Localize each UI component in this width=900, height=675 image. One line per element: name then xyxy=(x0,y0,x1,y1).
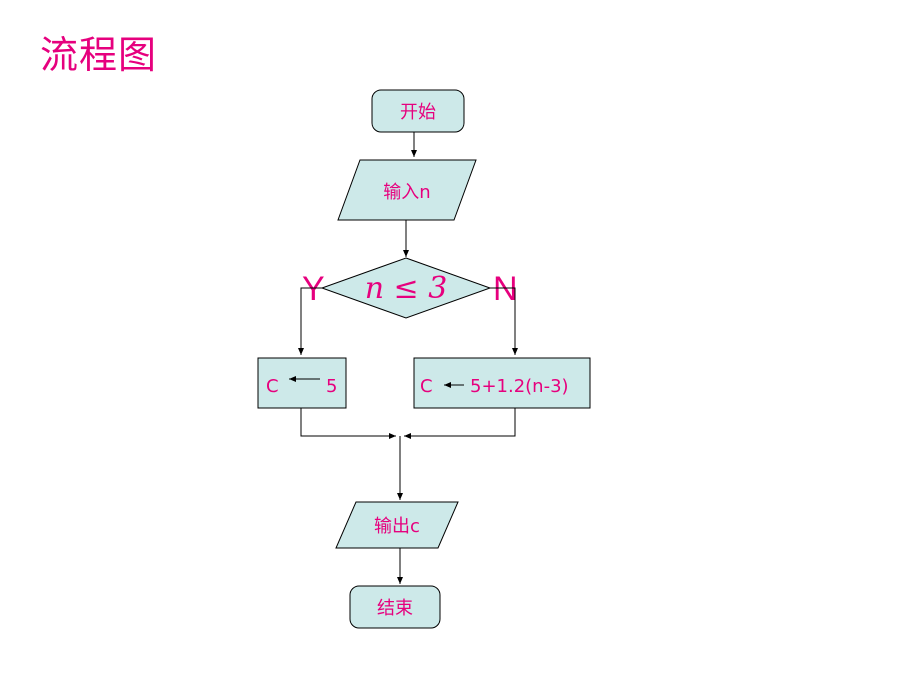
connector-yes-branch xyxy=(298,287,322,355)
end-node xyxy=(349,585,441,629)
connector-no-merge xyxy=(404,408,516,439)
yes-process-node xyxy=(257,357,347,409)
no-label: N xyxy=(493,270,518,308)
no-process-value: 5+1.2(n-3) xyxy=(470,376,569,397)
input-label: 输入n xyxy=(383,182,430,203)
start-node xyxy=(371,89,465,133)
decision-node xyxy=(320,257,492,319)
input-node xyxy=(337,159,477,221)
yes-label: Y xyxy=(302,270,325,308)
decision-condition: n ≤ 3 xyxy=(365,271,448,306)
no-process-node xyxy=(413,357,591,409)
connector-no-branch xyxy=(490,287,518,355)
yes-process-value: 5 xyxy=(326,376,337,397)
connector-yes-merge xyxy=(300,408,396,439)
yes-process-var: C xyxy=(266,376,279,397)
output-node xyxy=(335,501,459,549)
end-label: 结束 xyxy=(377,598,413,619)
no-process-var: C xyxy=(420,376,433,397)
output-label: 输出c xyxy=(374,516,420,537)
page-title: 流程图 xyxy=(40,33,158,77)
start-label: 开始 xyxy=(400,102,436,123)
